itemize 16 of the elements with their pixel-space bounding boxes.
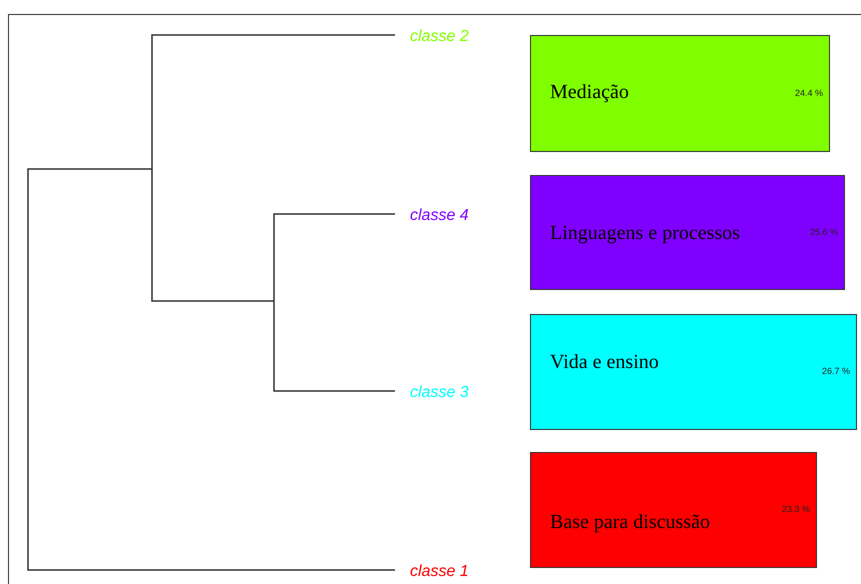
class-name: Base para discussão bbox=[550, 510, 710, 535]
cluster-label: classe 3 bbox=[410, 385, 469, 401]
class-name: Vida e ensino bbox=[550, 350, 659, 375]
cluster-label: classe 2 bbox=[410, 29, 469, 45]
cluster-label: classe 1 bbox=[410, 564, 469, 580]
cluster-label: classe 4 bbox=[410, 208, 469, 224]
percentage-label: 26.7 % bbox=[822, 365, 850, 378]
class-name: Linguagens e processos bbox=[550, 220, 740, 246]
class-box bbox=[530, 452, 817, 568]
percentage-label: 23.3 % bbox=[782, 503, 810, 516]
class-name: Mediação bbox=[550, 80, 629, 104]
class-box bbox=[530, 175, 845, 290]
percentage-label: 24.4 % bbox=[794, 86, 823, 100]
class-box bbox=[530, 314, 857, 430]
percentage-label: 25.6 % bbox=[810, 226, 838, 239]
class-box bbox=[530, 35, 830, 152]
